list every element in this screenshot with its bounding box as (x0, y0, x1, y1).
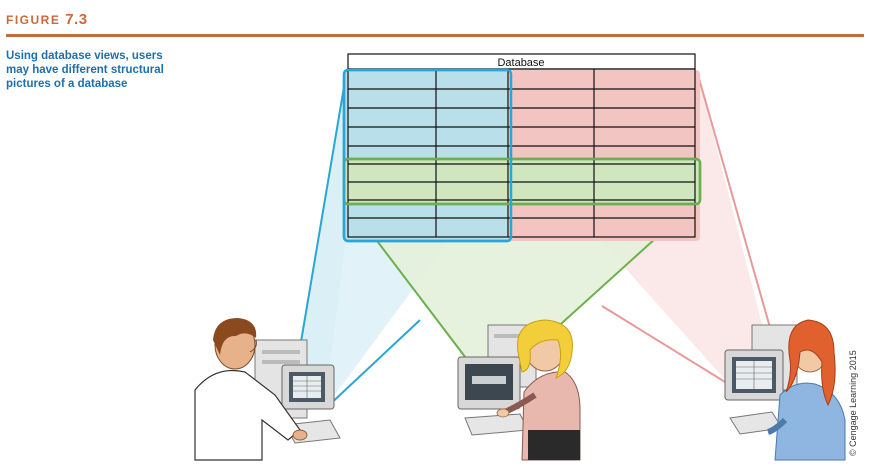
red-view-region (508, 70, 700, 241)
figure-caption: Using database views, users may have dif… (6, 50, 164, 90)
figure-number: 7.3 (65, 11, 88, 28)
man-figure-icon (194, 318, 308, 461)
red-view-cone (600, 75, 775, 385)
database-table-rows (348, 88, 695, 219)
header-rule (6, 34, 864, 37)
woman-figure-icon (767, 319, 846, 461)
figure-word: FIGURE (6, 13, 61, 27)
blue-view-region (342, 68, 513, 243)
database-table-columns (435, 69, 595, 237)
figure-label: FIGURE 7.3 (6, 11, 88, 28)
user-right (724, 319, 846, 461)
keyboard-icon (464, 413, 529, 436)
green-view-cone (346, 200, 698, 370)
woman-figure-icon (496, 319, 581, 461)
user-center (457, 319, 581, 461)
red-cone-edge-left (601, 305, 731, 386)
blue-cone-edge-right (325, 319, 421, 409)
monitor-icon (457, 356, 521, 410)
user-left (194, 318, 341, 461)
database-table (347, 68, 696, 238)
blue-view-outline (342, 68, 513, 243)
monitor-icon (724, 349, 784, 401)
database-label: Database (497, 57, 544, 69)
red-cone-edge-right (697, 74, 776, 346)
monitor-icon (281, 364, 335, 410)
